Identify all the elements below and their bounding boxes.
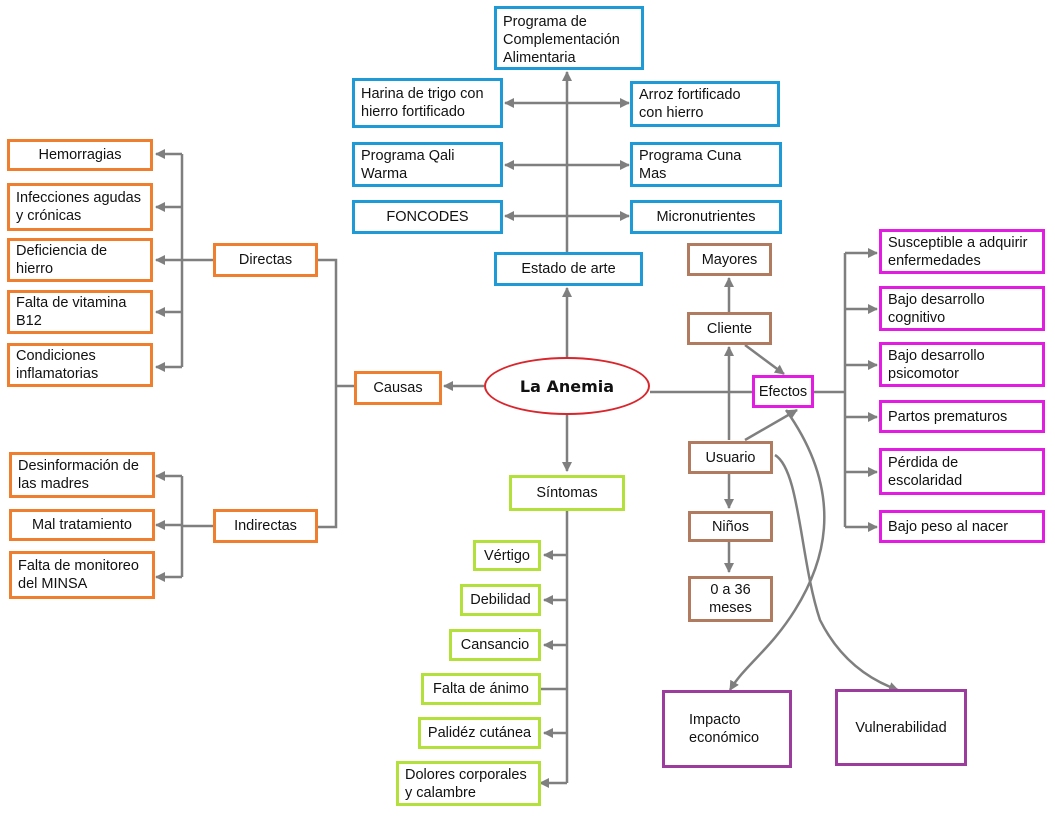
label: Pérdida de escolaridad <box>888 454 963 489</box>
label: Hemorragias <box>38 147 122 163</box>
label: Impacto económico <box>689 712 760 746</box>
label: Condiciones inflamatorias <box>16 348 99 382</box>
node-infecciones: Infecciones agudas y crónicas <box>7 183 153 231</box>
label: 0 a 36 meses <box>709 582 752 616</box>
node-vitamina-b12: Falta de vitamina B12 <box>7 290 153 334</box>
node-directas: Directas <box>213 243 318 277</box>
node-programa-complementacion: Programa de Complementación Alimentaria <box>494 6 644 70</box>
node-dolores-corporales: Dolores corporales y calambre <box>396 761 541 806</box>
label: Falta de ánimo <box>433 681 529 697</box>
node-deficiencia-hierro: Deficiencia de hierro <box>7 238 153 282</box>
label: Cliente <box>706 320 753 337</box>
label: Estado de arte <box>521 261 616 277</box>
label: Directas <box>238 252 293 268</box>
node-desarrollo-psicomotor: Bajo desarrollo psicomotor <box>879 342 1045 387</box>
label: Arroz fortificado con hierro <box>639 87 741 121</box>
label: Programa Cuna Mas <box>639 147 742 182</box>
node-falta-animo: Falta de ánimo <box>421 673 541 705</box>
node-susceptible: Susceptible a adquirir enfermedades <box>879 229 1045 274</box>
label: Micronutrientes <box>656 209 756 225</box>
label: Vulnerabilidad <box>855 719 947 736</box>
node-bajo-peso: Bajo peso al nacer <box>879 510 1045 543</box>
node-palidez-cutanea: Palidéz cutánea <box>418 717 541 749</box>
label: Infecciones agudas y crónicas <box>16 190 141 224</box>
node-ninos: Niños <box>688 511 773 542</box>
node-indirectas: Indirectas <box>213 509 318 543</box>
label: La Anemia <box>519 376 615 396</box>
node-sintomas: Síntomas <box>509 475 625 511</box>
node-debilidad: Debilidad <box>460 584 541 616</box>
node-mayores: Mayores <box>687 243 772 276</box>
label: FONCODES <box>386 209 469 225</box>
label: Indirectas <box>234 518 297 534</box>
label: Falta de vitamina B12 <box>16 295 127 329</box>
node-desarrollo-cognitivo: Bajo desarrollo cognitivo <box>879 286 1045 331</box>
connector-cliente-efectos <box>744 343 785 376</box>
node-partos-prematuros: Partos prematuros <box>879 400 1045 433</box>
label: Efectos <box>758 383 808 400</box>
label: Partos prematuros <box>888 408 1008 425</box>
connector-usuario-vulnerabilidad <box>774 453 899 692</box>
node-falta-monitoreo: Falta de monitoreo del MINSA <box>9 551 155 599</box>
node-condiciones-inflamatorias: Condiciones inflamatorias <box>7 343 153 387</box>
label: Falta de monitoreo del MINSA <box>18 558 139 592</box>
label: Mal tratamiento <box>32 517 132 533</box>
label: Vértigo <box>484 547 530 564</box>
label: Causas <box>373 380 423 396</box>
label: Bajo peso al nacer <box>888 518 1009 535</box>
label: Usuario <box>705 449 756 466</box>
node-qali-warma: Programa Qali Warma <box>352 142 503 187</box>
label: Susceptible a adquirir enfermedades <box>888 234 1028 269</box>
label: Programa Qali Warma <box>361 147 455 182</box>
label: Debilidad <box>470 592 531 608</box>
node-foncodes: FONCODES <box>352 200 503 234</box>
label: Bajo desarrollo cognitivo <box>888 291 985 326</box>
label: Cansancio <box>460 637 530 653</box>
node-mal-tratamiento: Mal tratamiento <box>9 509 155 541</box>
node-vulnerabilidad: Vulnerabilidad <box>835 689 967 766</box>
node-edad: 0 a 36 meses <box>688 576 773 622</box>
node-estado-de-arte: Estado de arte <box>494 252 643 286</box>
node-harina-trigo: Harina de trigo con hierro fortificado <box>352 78 503 128</box>
label: Deficiencia de hierro <box>16 243 108 277</box>
label: Palidéz cutánea <box>427 725 532 741</box>
node-desinformacion: Desinformación de las madres <box>9 452 155 498</box>
node-cansancio: Cansancio <box>449 629 541 661</box>
label: Dolores corporales y calambre <box>405 766 527 801</box>
node-hemorragias: Hemorragias <box>7 139 153 171</box>
label: Programa de Complementación Alimentaria <box>503 14 620 66</box>
node-efectos: Efectos <box>752 375 814 408</box>
node-impacto-economico: Impacto económico <box>662 690 792 768</box>
label: Mayores <box>701 251 758 268</box>
label: Niños <box>711 518 750 535</box>
label: Desinformación de las madres <box>18 458 139 492</box>
node-usuario: Usuario <box>688 441 773 474</box>
node-causas: Causas <box>354 371 442 405</box>
node-cuna-mas: Programa Cuna Mas <box>630 142 782 187</box>
node-la-anemia: La Anemia <box>484 357 650 415</box>
node-micronutrientes: Micronutrientes <box>630 200 782 234</box>
connector-causas-bracket <box>318 258 338 529</box>
node-vertigo: Vértigo <box>473 540 541 571</box>
label: Bajo desarrollo psicomotor <box>888 347 985 382</box>
node-perdida-escolaridad: Pérdida de escolaridad <box>879 448 1045 495</box>
connector-efectos-impacto <box>728 409 826 691</box>
label: Harina de trigo con hierro fortificado <box>361 86 484 120</box>
node-arroz-fortificado: Arroz fortificado con hierro <box>630 81 780 127</box>
node-cliente: Cliente <box>687 312 772 345</box>
label: Síntomas <box>536 485 598 501</box>
